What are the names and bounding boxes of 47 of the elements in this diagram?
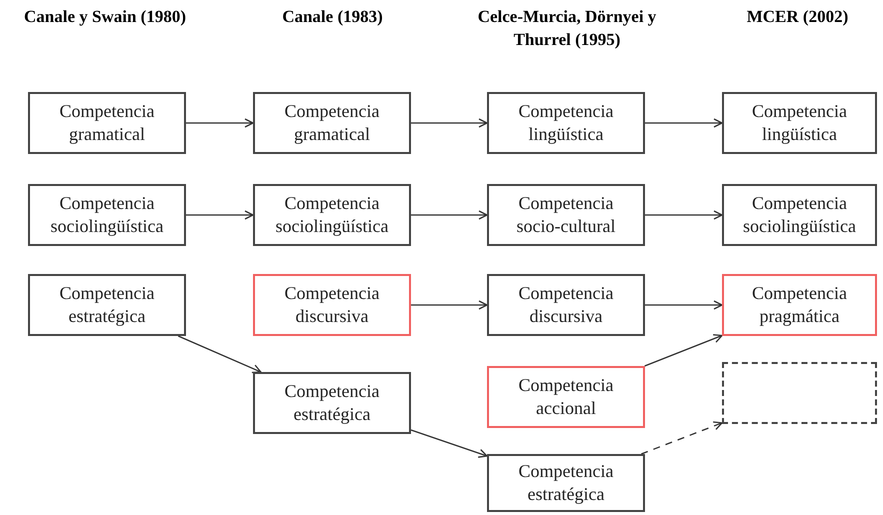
box-label: Competencia gramatical (58, 100, 156, 146)
competence-box (28, 92, 186, 154)
column-heading: MCER (2002) (746, 6, 850, 28)
arrow (411, 300, 488, 310)
arrow (644, 334, 723, 367)
competence-box (253, 184, 411, 246)
arrow (411, 210, 488, 220)
column-heading: Celce-Murcia, Dörnyei y Thurrel (1995) (476, 6, 658, 51)
competence-box (28, 274, 186, 336)
competence-box (28, 184, 186, 246)
competence-box (487, 184, 645, 246)
box-label: Competencia socio-cultural (516, 192, 616, 238)
box-label: Competencia estratégica (58, 282, 156, 328)
competence-box (487, 92, 645, 154)
box-label: Competencia sociolingüística (274, 192, 390, 238)
column-heading: Canale y Swain (1980) (23, 6, 187, 28)
arrow (645, 300, 723, 310)
box-label: Competencia sociolingüística (50, 192, 164, 238)
box-label: Competencia accional (518, 374, 614, 420)
column-heading: Canale (1983) (281, 6, 384, 28)
arrow (645, 210, 723, 220)
arrow (186, 118, 254, 128)
box-label: Competencia estratégica (284, 380, 380, 426)
arrow (641, 421, 723, 455)
arrow (411, 118, 488, 128)
competence-box (487, 454, 645, 512)
arrow (178, 335, 262, 374)
competence-box (487, 366, 645, 428)
competence-box (722, 274, 877, 336)
competence-box (253, 274, 411, 336)
box-label: Competencia pragmática (751, 282, 848, 328)
arrow (645, 118, 723, 128)
arrow (410, 429, 488, 458)
competence-box (722, 92, 877, 154)
box-label: Competencia gramatical (284, 100, 380, 146)
empty-box (722, 362, 877, 424)
box-label: Competencia lingüística (751, 100, 848, 146)
competence-box (722, 184, 877, 246)
box-label: Competencia sociolingüística (742, 192, 857, 238)
competence-box (253, 372, 411, 434)
competence-box (487, 274, 645, 336)
competence-box (253, 92, 411, 154)
box-label: Competencia discursiva (518, 282, 614, 328)
box-label: Competencia estratégica (518, 460, 614, 506)
arrow (186, 210, 254, 220)
box-label: Competencia discursiva (284, 282, 380, 328)
box-label: Competencia lingüística (518, 100, 614, 146)
